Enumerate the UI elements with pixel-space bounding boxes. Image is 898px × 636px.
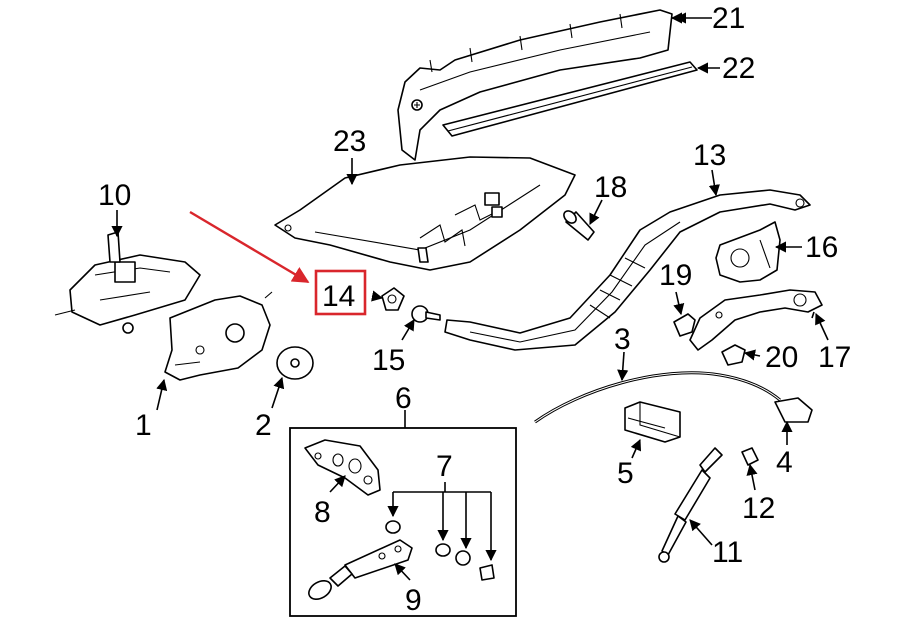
callout-23[interactable]: 23 [333,125,366,158]
part-13-arm [444,189,811,351]
callout-3[interactable]: 3 [614,323,631,356]
callout-10[interactable]: 10 [98,179,131,212]
group-6-frame [289,427,517,617]
part-9-handle [308,539,413,600]
callout-7[interactable]: 7 [436,450,453,483]
part-7-fasteners [385,482,497,581]
callout-12[interactable]: 12 [742,492,775,525]
part-19-bumper [673,313,696,337]
part-5-switch [624,401,681,443]
leader-lines [111,12,829,581]
part-2-washer [276,346,314,380]
part-20-clip [721,344,746,366]
callout-13[interactable]: 13 [693,139,726,172]
part-18-pin [563,210,595,241]
part-11-strut [658,447,723,563]
part-14-clip [381,287,405,311]
callout-5[interactable]: 5 [617,457,634,490]
callout-20[interactable]: 20 [765,341,798,374]
callout-11[interactable]: 11 [712,536,743,569]
part-15-bolt [411,305,441,323]
callout-22[interactable]: 22 [722,52,755,85]
callout-18[interactable]: 18 [594,171,627,204]
part-21-rail [397,9,673,161]
part-8-plate [304,439,381,496]
part-1-actuator [164,291,273,381]
callout-16[interactable]: 16 [805,231,838,264]
part-23-panel [274,156,576,271]
part-3-cable [534,371,781,424]
part-16-bracket [715,221,781,283]
callout-8[interactable]: 8 [314,496,331,529]
callout-labels: 1 2 3 4 5 6 7 8 9 10 11 12 13 14 15 16 1… [98,2,851,617]
callout-1[interactable]: 1 [135,409,152,442]
callout-9[interactable]: 9 [405,584,422,617]
part-12-cap [741,447,759,466]
part-17-link [689,289,823,351]
callout-21[interactable]: 21 [712,2,745,35]
part-4-plug [774,397,813,423]
callout-15[interactable]: 15 [372,344,405,377]
callout-2[interactable]: 2 [255,409,272,442]
highlight-callout [189,210,367,316]
callout-14[interactable]: 14 [322,280,355,313]
callout-19[interactable]: 19 [659,259,692,292]
callout-4[interactable]: 4 [776,446,793,479]
callout-17[interactable]: 17 [818,341,851,374]
callout-6[interactable]: 6 [395,382,412,415]
